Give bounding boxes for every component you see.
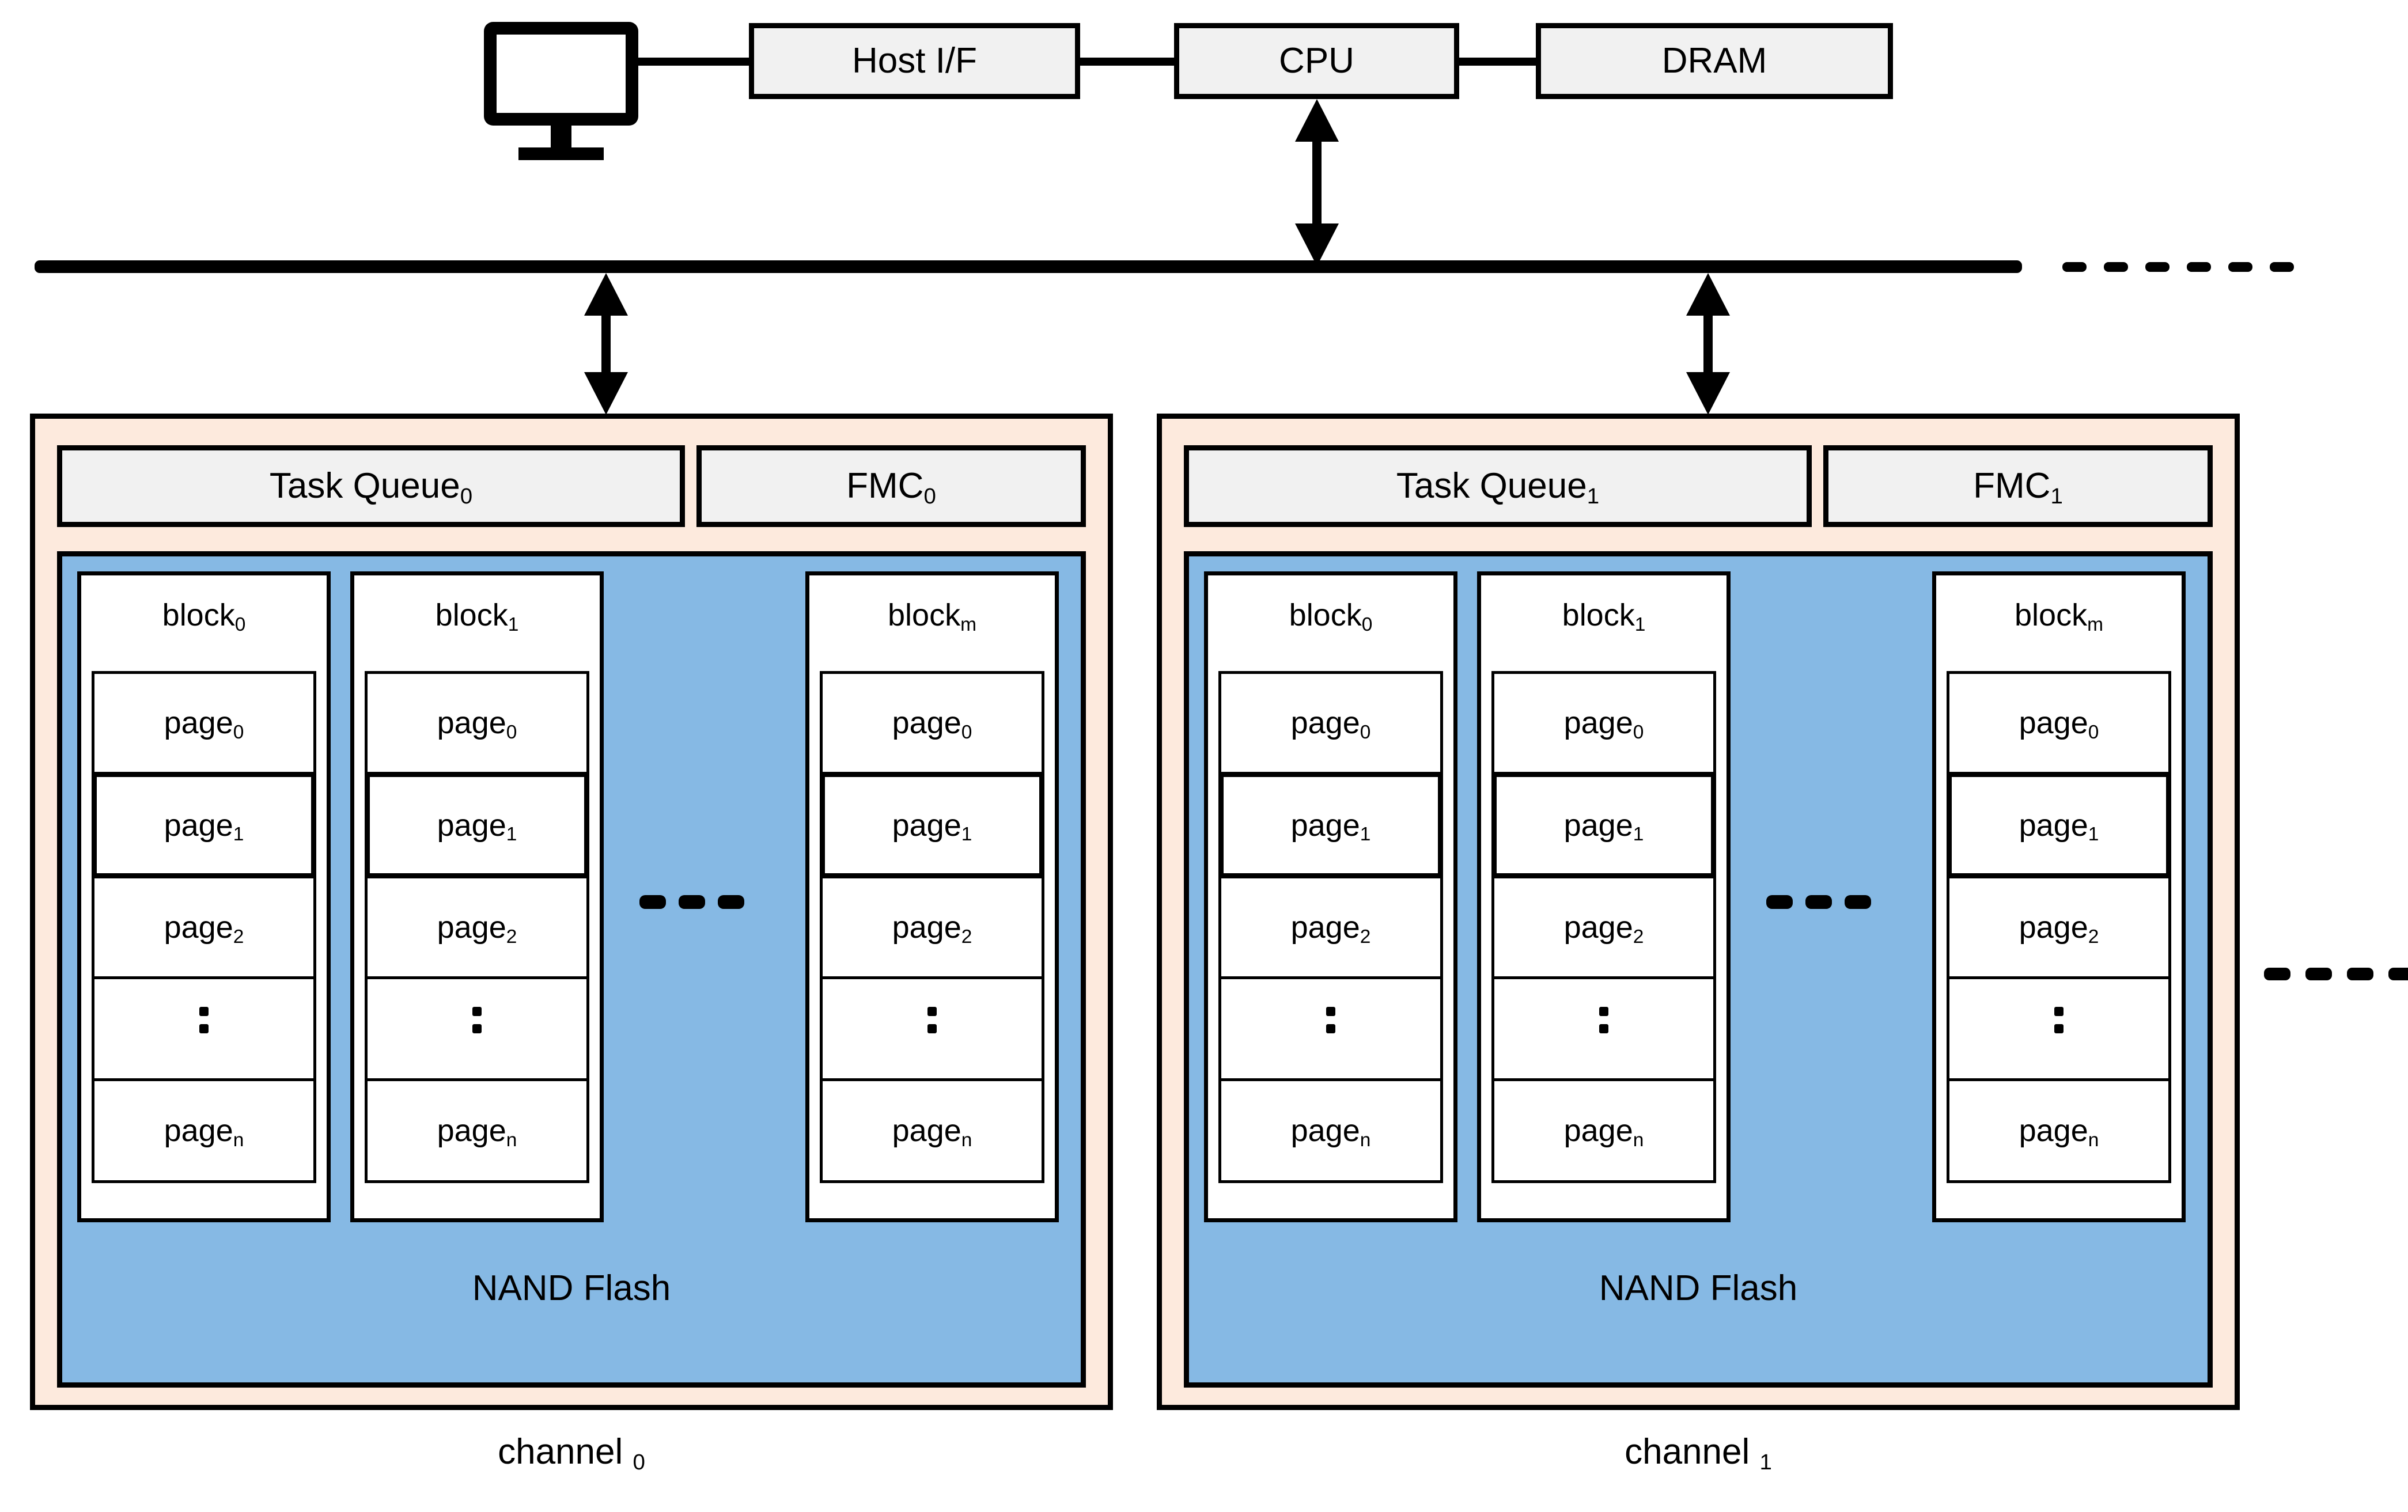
monitor-base <box>518 147 604 160</box>
channel-1-nand-flash[interactable]: block0 page0 page1 page2 pagen b <box>1184 551 2213 1388</box>
task-queue-1-box[interactable]: Task Queue1 <box>1184 445 1812 527</box>
page-item[interactable]: page0 <box>365 671 589 775</box>
block-1-page-list: page0 page1 page2 pagen <box>1491 671 1716 1202</box>
page-ellipsis-vertical <box>92 976 316 1081</box>
block-0-page-list: page0 page1 page2 pagen <box>1218 671 1443 1202</box>
dram-box[interactable]: DRAM <box>1536 23 1893 99</box>
block-1[interactable]: block1 page0 page1 page2 pagen <box>350 571 604 1222</box>
block-1-title: block1 <box>435 598 519 635</box>
task-queue-0-label: Task Queue0 <box>269 466 473 509</box>
channel-0-nand-flash[interactable]: block0 page0 page1 page2 pagen <box>57 551 1086 1388</box>
host-if-label: Host I/F <box>851 41 978 81</box>
page-item[interactable]: page2 <box>92 876 316 979</box>
block-1-title: block1 <box>1562 598 1646 635</box>
arrow-cpu-to-bus <box>1294 99 1340 266</box>
task-queue-1-label: Task Queue1 <box>1396 466 1600 509</box>
channel-0-nand-label: NAND Flash <box>472 1268 671 1308</box>
page-item[interactable]: pagen <box>820 1078 1044 1183</box>
arrow-shaft <box>1703 313 1713 374</box>
fmc-0-box[interactable]: FMC0 <box>696 445 1086 527</box>
host-monitor-icon <box>484 22 638 160</box>
page-item[interactable]: pagen <box>1218 1078 1443 1183</box>
block-0-title: block0 <box>162 598 246 635</box>
channel-continuation-dashes <box>2264 968 2408 980</box>
page-item[interactable]: page1 <box>1218 772 1443 878</box>
block-0[interactable]: block0 page0 page1 page2 pagen <box>1204 571 1457 1222</box>
page-item[interactable]: page0 <box>820 671 1044 775</box>
fmc-1-label: FMC1 <box>1973 466 2063 509</box>
host-if-box[interactable]: Host I/F <box>749 23 1080 99</box>
block-0-page-list: page0 page1 page2 pagen <box>92 671 316 1202</box>
channel-0-container[interactable]: Task Queue0 FMC0 block0 page0 page1 page… <box>30 414 1113 1410</box>
page-ellipsis-vertical <box>1218 976 1443 1081</box>
bus-continuation-dashes <box>2062 260 2294 273</box>
page-ellipsis-vertical <box>1491 976 1716 1081</box>
page-ellipsis-vertical <box>365 976 589 1081</box>
block-m-title: blockm <box>888 598 976 635</box>
page-item[interactable]: page1 <box>1947 772 2171 878</box>
channel-1-caption: channel 1 <box>1625 1432 1772 1475</box>
page-item[interactable]: page1 <box>92 772 316 878</box>
page-item[interactable]: page0 <box>1947 671 2171 775</box>
page-item[interactable]: page0 <box>92 671 316 775</box>
block-1[interactable]: block1 page0 page1 page2 pagen <box>1477 571 1731 1222</box>
arrow-bus-to-channel-0 <box>583 273 629 415</box>
page-item[interactable]: page1 <box>365 772 589 878</box>
wire-monitor-to-host-if <box>638 58 754 66</box>
arrow-bus-to-channel-1 <box>1685 273 1731 415</box>
arrow-head-up <box>584 273 628 316</box>
task-queue-0-box[interactable]: Task Queue0 <box>57 445 685 527</box>
arrow-head-down <box>1295 223 1339 266</box>
page-item[interactable]: page2 <box>1491 876 1716 979</box>
arrow-head-down <box>584 372 628 415</box>
page-item[interactable]: page1 <box>820 772 1044 878</box>
page-item[interactable]: pagen <box>365 1078 589 1183</box>
block-m[interactable]: blockm page0 page1 page2 pagen <box>1932 571 2186 1222</box>
page-ellipsis-vertical <box>1947 976 2171 1081</box>
cpu-label: CPU <box>1279 41 1354 81</box>
monitor-screen <box>484 22 638 126</box>
cpu-box[interactable]: CPU <box>1174 23 1459 99</box>
block-m-page-list: page0 page1 page2 pagen <box>820 671 1044 1202</box>
arrow-shaft <box>1312 139 1322 226</box>
page-item[interactable]: page2 <box>1947 876 2171 979</box>
page-item[interactable]: pagen <box>1947 1078 2171 1183</box>
page-item[interactable]: page2 <box>820 876 1044 979</box>
block-ellipsis-horizontal <box>639 895 744 909</box>
page-item[interactable]: page0 <box>1491 671 1716 775</box>
wire-host-if-to-cpu <box>1075 58 1179 66</box>
block-1-page-list: page0 page1 page2 pagen <box>365 671 589 1202</box>
page-item[interactable]: pagen <box>1491 1078 1716 1183</box>
block-m[interactable]: blockm page0 page1 page2 pagen <box>805 571 1059 1222</box>
block-0[interactable]: block0 page0 page1 page2 pagen <box>77 571 331 1222</box>
block-ellipsis-horizontal <box>1766 895 1871 909</box>
fmc-0-label: FMC0 <box>846 466 936 509</box>
page-item[interactable]: page0 <box>1218 671 1443 775</box>
internal-bus-line <box>35 260 2022 273</box>
monitor-neck <box>551 126 571 147</box>
block-m-page-list: page0 page1 page2 pagen <box>1947 671 2171 1202</box>
arrow-head-down <box>1686 372 1730 415</box>
wire-cpu-to-dram <box>1454 58 1540 66</box>
channel-1-nand-label: NAND Flash <box>1599 1268 1798 1308</box>
page-item[interactable]: page2 <box>1218 876 1443 979</box>
page-item[interactable]: page1 <box>1491 772 1716 878</box>
arrow-shaft <box>601 313 611 374</box>
block-0-title: block0 <box>1289 598 1373 635</box>
page-item[interactable]: pagen <box>92 1078 316 1183</box>
channel-0-caption: channel 0 <box>498 1432 645 1475</box>
block-m-title: blockm <box>2015 598 2103 635</box>
page-item[interactable]: page2 <box>365 876 589 979</box>
arrow-head-up <box>1295 99 1339 142</box>
page-ellipsis-vertical <box>820 976 1044 1081</box>
fmc-1-box[interactable]: FMC1 <box>1823 445 2213 527</box>
channel-1-container[interactable]: Task Queue1 FMC1 block0 page0 page1 page… <box>1157 414 2240 1410</box>
arrow-head-up <box>1686 273 1730 316</box>
dram-label: DRAM <box>1661 41 1767 81</box>
